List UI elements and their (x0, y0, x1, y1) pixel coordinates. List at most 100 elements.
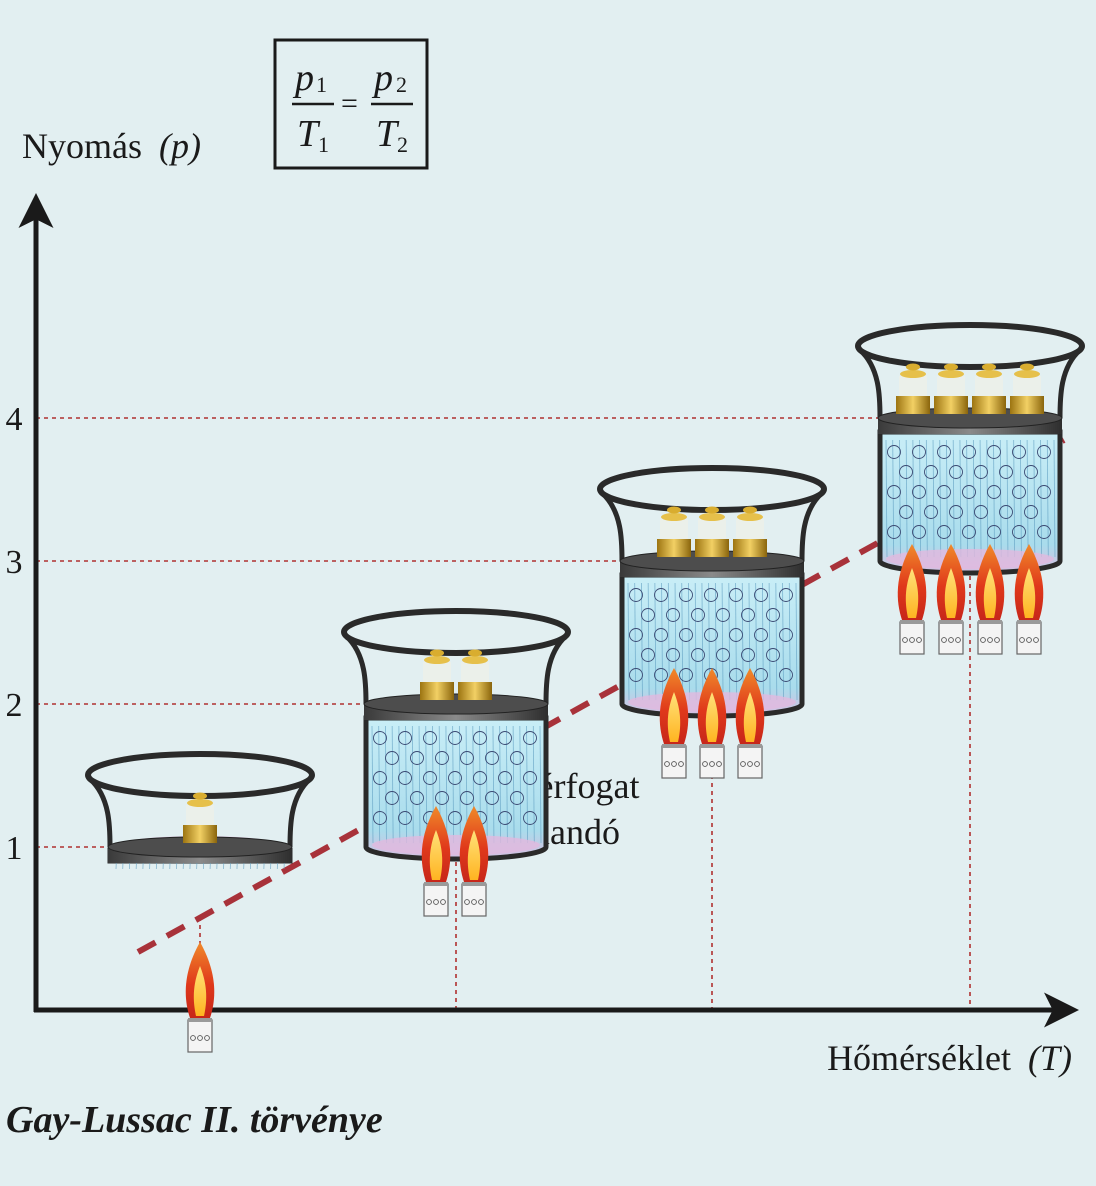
gas-molecule (1012, 525, 1026, 539)
gas-molecule (679, 588, 693, 602)
gas-streak (458, 725, 461, 844)
gas-molecule (924, 465, 938, 479)
burner-vent (740, 761, 746, 767)
flame-core (467, 830, 481, 880)
burner (697, 668, 727, 779)
container-rim (855, 322, 1085, 370)
gas-molecule (473, 771, 487, 785)
gas-streak (539, 725, 542, 844)
weight-knob-top (982, 363, 996, 371)
weight-knob (737, 513, 763, 521)
gas-streak (986, 439, 989, 558)
gas-streak (905, 439, 908, 558)
container-wall-right (799, 491, 824, 562)
burner (421, 806, 451, 917)
gas-streak (999, 439, 1002, 558)
gas-container (341, 608, 571, 862)
gas-molecule (423, 731, 437, 745)
burner-collar (1017, 620, 1041, 624)
gas-molecule (754, 668, 768, 682)
burner-vent (204, 1035, 210, 1041)
burner (1014, 544, 1044, 655)
gas-molecule (949, 505, 963, 519)
gas-molecule (716, 608, 730, 622)
gas-molecule (1037, 485, 1051, 499)
container-rim (597, 465, 827, 513)
burner (936, 544, 966, 655)
weight-knob-top (193, 792, 207, 800)
gas-container (85, 751, 315, 870)
gas-molecule (385, 751, 399, 765)
burners (185, 544, 1044, 1053)
formula-num-left: p (292, 57, 314, 99)
burner-vent (709, 761, 715, 767)
gas-streak (694, 582, 697, 701)
gas-molecule (1012, 485, 1026, 499)
y-axis-label-text: Nyomás (22, 126, 142, 166)
piston-weight (420, 682, 454, 700)
gas-molecule (1024, 465, 1038, 479)
burner-collar (424, 882, 448, 886)
trend-line (136, 437, 1066, 955)
piston-weight (695, 539, 729, 557)
gas-streak (959, 439, 962, 558)
container-bottom (886, 549, 1054, 569)
gas-streak (492, 725, 495, 844)
burner-vent (948, 637, 954, 643)
gas-molecule (679, 668, 693, 682)
piston-weight (1010, 396, 1044, 414)
burner (975, 544, 1005, 655)
container-wall-left (344, 634, 369, 705)
gas-molecule (423, 771, 437, 785)
burner-vent (678, 761, 684, 767)
gas-molecule (899, 505, 913, 519)
figure-caption: Gay-Lussac II. törvénye (6, 1099, 383, 1141)
piston-weight (972, 396, 1006, 414)
gas-molecule (629, 628, 643, 642)
gas-molecule (435, 791, 449, 805)
flame-core (667, 692, 681, 742)
burner-vent (190, 1035, 196, 1041)
gas-streak (768, 582, 771, 701)
burner-collar (188, 1018, 212, 1022)
formula-num-left-sub: 1 (316, 72, 327, 97)
gas-molecule (510, 751, 524, 765)
formula-num-right: p (371, 57, 393, 99)
gas-molecule (435, 751, 449, 765)
gas-molecule (716, 648, 730, 662)
gas-molecule (741, 648, 755, 662)
burner-vent (426, 899, 432, 905)
weight-knob (699, 513, 725, 521)
weight-knob (900, 370, 926, 378)
flame-core (983, 568, 997, 618)
gas-molecule (654, 588, 668, 602)
weight-knob (976, 370, 1002, 378)
burner-vent (754, 761, 760, 767)
burner-vent (747, 761, 753, 767)
gas-molecule (974, 465, 988, 479)
burner-vent (916, 637, 922, 643)
gas-molecule (448, 731, 462, 745)
burner-vent (433, 899, 439, 905)
gas-molecule (887, 445, 901, 459)
gas-streak (411, 725, 414, 844)
container-wall-left (600, 491, 625, 562)
gas-streak (952, 439, 955, 558)
burner-collar (939, 620, 963, 624)
gas-molecule (987, 485, 1001, 499)
gas-molecule (473, 731, 487, 745)
gas-streak (519, 725, 522, 844)
gas-molecule (666, 608, 680, 622)
piston-weight (657, 539, 691, 557)
gas-molecule (373, 771, 387, 785)
gas-streak (728, 582, 731, 701)
weight-knob (661, 513, 687, 521)
weight-knob (1014, 370, 1040, 378)
container-rim (85, 751, 315, 799)
gas-streak (499, 725, 502, 844)
gas-molecule (641, 608, 655, 622)
gas-streak (885, 439, 888, 558)
weight-knob (938, 370, 964, 378)
gas-streak (398, 725, 401, 844)
burner-vent (440, 899, 446, 905)
